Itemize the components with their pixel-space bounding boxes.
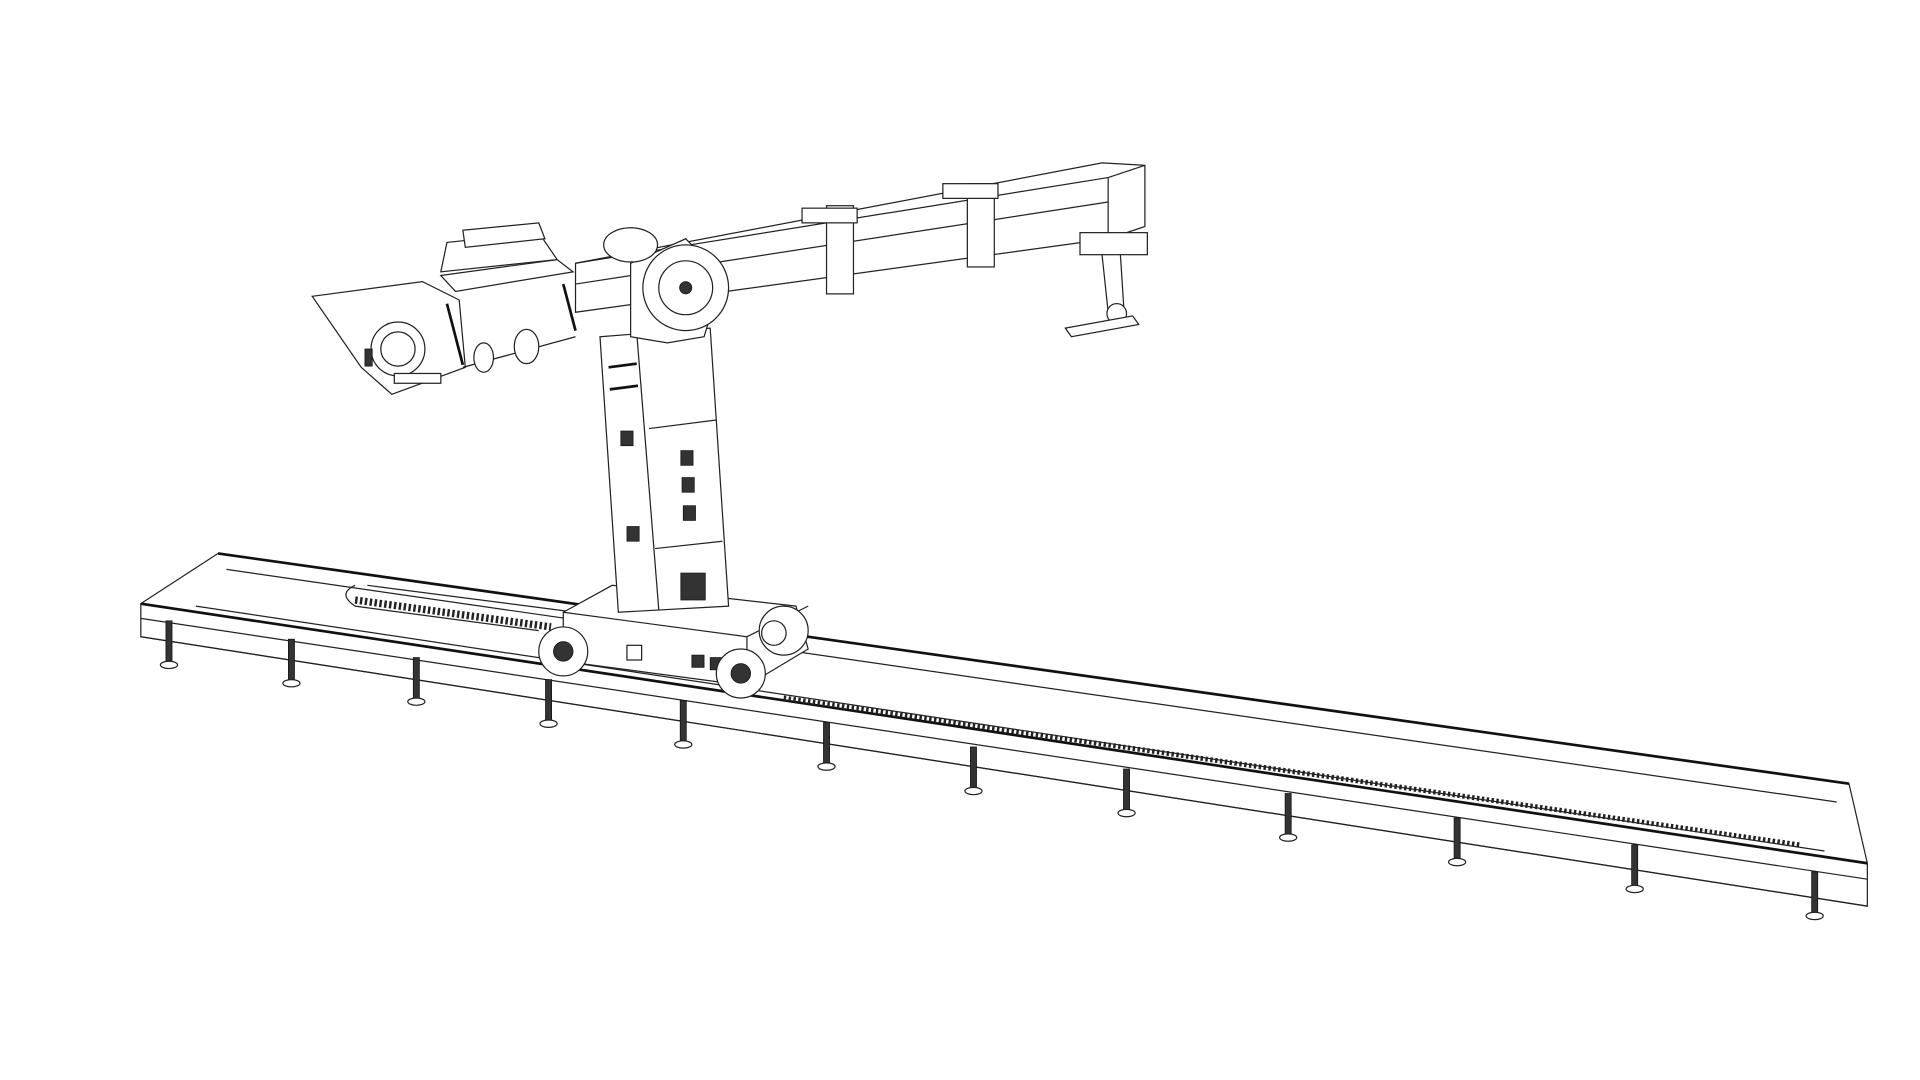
support-leg <box>1447 817 1467 867</box>
support-leg <box>964 746 983 796</box>
wheel-icon <box>715 648 766 699</box>
support-leg <box>159 620 179 670</box>
wheel-icon <box>758 605 809 656</box>
wheel-icon <box>538 626 589 677</box>
rear-gearbox <box>311 222 577 395</box>
support-leg <box>1117 768 1136 818</box>
support-leg <box>1278 793 1298 842</box>
support-leg <box>407 657 426 706</box>
hanging-gripper <box>1064 232 1148 338</box>
vertical-column <box>599 327 730 613</box>
support-leg <box>539 679 558 728</box>
motor-icon <box>603 227 730 344</box>
support-leg <box>282 638 301 688</box>
support-leg <box>1625 844 1644 894</box>
support-legs <box>159 620 1824 921</box>
linear-rail-track <box>140 552 1868 907</box>
support-leg <box>817 722 836 771</box>
support-leg <box>1805 871 1824 921</box>
support-leg <box>674 700 693 749</box>
